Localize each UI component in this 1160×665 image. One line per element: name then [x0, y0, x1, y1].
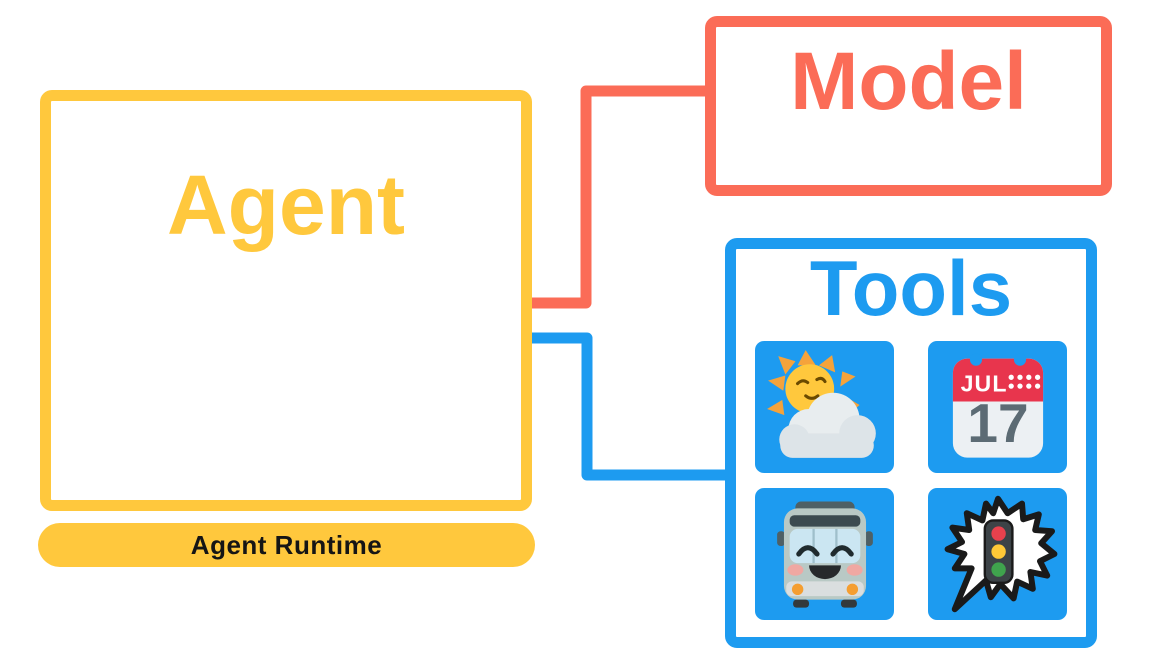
bus-smile	[808, 565, 841, 580]
traffic-light-burst-icon	[944, 495, 1057, 613]
tool-tile-calendar: JUL 17	[928, 341, 1067, 473]
tool-tile-weather	[755, 341, 894, 473]
agent-runtime-label: Agent Runtime	[190, 529, 383, 560]
tools-tile-grid: JUL 17	[755, 341, 1067, 620]
agent-model-connector-line	[527, 85, 712, 309]
cloud	[778, 392, 876, 458]
tools-label: Tools	[809, 244, 1013, 332]
bus-happy-eyes	[795, 545, 854, 557]
tool-tile-traffic-light	[928, 488, 1067, 620]
model-box: Model	[705, 16, 1112, 196]
agent-label: Agent	[167, 158, 405, 252]
tool-tile-bus	[755, 488, 894, 620]
model-label: Model	[790, 36, 1027, 127]
sun-behind-cloud-icon	[766, 350, 876, 458]
agent-runtime-pill: Agent Runtime	[38, 523, 535, 567]
agent-box: Agent	[40, 90, 532, 511]
calendar-dots	[1008, 374, 1040, 389]
bus-icon	[776, 501, 873, 608]
sun-wink-face	[795, 376, 827, 400]
tools-box: Tools	[725, 238, 1097, 648]
calendar-day-text: 17	[967, 392, 1028, 454]
agent-tools-connector-line	[527, 332, 732, 481]
calendar-month-text: JUL	[960, 371, 1007, 397]
calendar-icon: JUL 17	[952, 353, 1043, 458]
